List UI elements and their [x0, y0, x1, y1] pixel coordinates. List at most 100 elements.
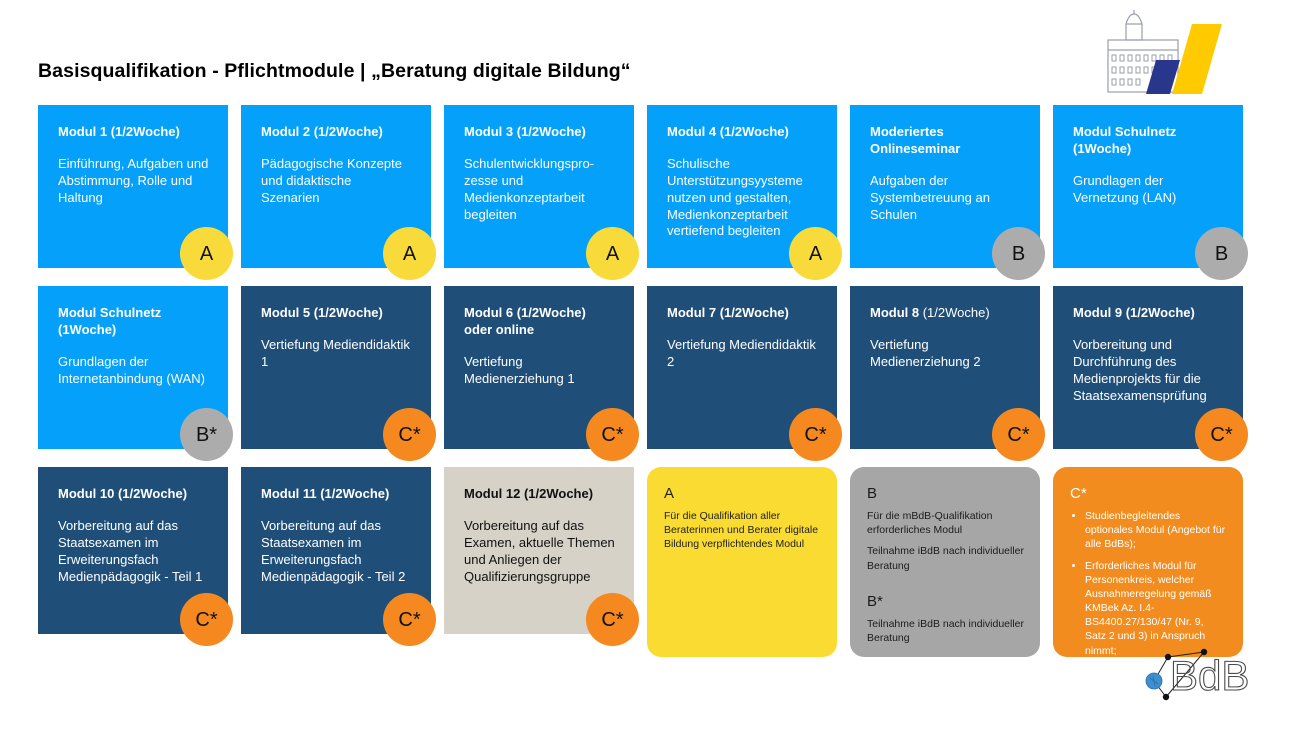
- module-description: Vertiefung Medienerziehung 1: [464, 353, 575, 386]
- module-title: Modul Schulnetz (1Woche): [58, 305, 210, 339]
- badge-a: A: [383, 227, 436, 280]
- module-description: Vorbereitung auf das Examen, aktuelle Th…: [464, 517, 615, 584]
- badge-a: A: [789, 227, 842, 280]
- module-card-onlineseminar: Moderiertes Onlineseminar Aufgaben der S…: [850, 105, 1045, 280]
- module-description: Schulische Unterstützungsyysteme nutzen …: [667, 155, 803, 239]
- badge-b: B: [992, 227, 1045, 280]
- badge-a: A: [180, 227, 233, 280]
- module-description: Pädagogische Konzepte und didaktische Sz…: [261, 155, 402, 205]
- module-title-text: Modul 2 (1/2Woche): [261, 124, 383, 139]
- module-description: Grundlagen der Internetanbindung (WAN): [58, 353, 205, 386]
- badge-b-star: B*: [180, 408, 233, 461]
- legend-c-bullet-list: Studienbegleitendes optionales Modul (An…: [1070, 509, 1227, 658]
- module-title-text: Modul 12 (1/2Woche): [464, 486, 594, 501]
- module-description: Vertiefung Medienerziehung 2: [870, 336, 981, 369]
- module-title: Modul 1 (1/2Woche): [58, 124, 210, 141]
- module-title-text: Modul 9 (1/2Woche): [1073, 305, 1195, 320]
- legend-b-text-1: Für die mBdB-Qualifikation erforderliche…: [867, 510, 993, 537]
- module-description: Vertiefung Mediendidaktik 2: [667, 336, 816, 369]
- module-card-5: Modul 5 (1/2Woche) Vertiefung Mediendida…: [241, 286, 436, 461]
- module-description: Vorbereitung und Durchführung des Medien…: [1073, 336, 1207, 403]
- badge-c-star: C*: [1195, 408, 1248, 461]
- module-title-text: Modul 10 (1/2Woche): [58, 486, 188, 501]
- module-card-schulnetz-wan: Modul Schulnetz (1Woche) Grundlagen der …: [38, 286, 233, 461]
- module-description: Vorbereitung auf das Staatsexamen im Erw…: [261, 517, 406, 584]
- module-title-text: Modul Schulnetz (1Woche): [58, 305, 162, 337]
- network-node: [1200, 648, 1208, 656]
- network-node: [1164, 653, 1172, 661]
- legend-b-star-text: Teilnahme iBdB nach individueller Beratu…: [867, 617, 1025, 644]
- module-title: Modul Schulnetz (1Woche): [1073, 124, 1225, 158]
- module-title-text: Modul 4 (1/2Woche): [667, 124, 789, 139]
- module-title: Moderiertes Onlineseminar: [870, 124, 1022, 158]
- legend-b-star-label: B*: [867, 592, 883, 610]
- legend-b-card: B Für die mBdB-Qualifikation erforderlic…: [850, 467, 1040, 657]
- module-card-schulnetz-lan: Modul Schulnetz (1Woche) Grundlagen der …: [1053, 105, 1248, 280]
- module-card-2: Modul 2 (1/2Woche) Pädagogische Konzepte…: [241, 105, 436, 280]
- badge-c-star: C*: [383, 408, 436, 461]
- logo-blue-bar: [1146, 60, 1180, 94]
- legend-c-card: C* Studienbegleitendes optionales Modul …: [1053, 467, 1243, 657]
- module-title: Modul 11 (1/2Woche): [261, 486, 413, 503]
- module-description: Einführung, Aufgaben und Abstimmung, Rol…: [58, 155, 209, 205]
- module-card-3: Modul 3 (1/2Woche) Schulentwicklungspro-…: [444, 105, 639, 280]
- module-description: Vorbereitung auf das Staatsexamen im Erw…: [58, 517, 203, 584]
- module-card-1: Modul 1 (1/2Woche) Einführung, Aufgaben …: [38, 105, 233, 280]
- building-logo-graphic: [1107, 10, 1222, 94]
- badge-c-star: C*: [992, 408, 1045, 461]
- module-title: Modul 10 (1/2Woche): [58, 486, 210, 503]
- module-title-suffix: (1/2Woche): [919, 305, 990, 320]
- module-title-text: Modul 11 (1/2Woche): [261, 486, 390, 501]
- module-title-text: Modul Schulnetz (1Woche): [1073, 124, 1177, 156]
- module-description: Schulentwicklungspro-zesse und Medienkon…: [464, 155, 595, 222]
- legend-c-label: C*: [1070, 485, 1087, 502]
- bdb-logo-graphic: BdB: [1145, 648, 1250, 701]
- module-card-8: Modul 8 (1/2Woche) Vertiefung Medienerzi…: [850, 286, 1045, 461]
- badge-c-star: C*: [586, 408, 639, 461]
- module-title-text: Modul 1 (1/2Woche): [58, 124, 180, 139]
- module-card-4: Modul 4 (1/2Woche) Schulische Unterstütz…: [647, 105, 842, 280]
- module-grid: Modul 1 (1/2Woche) Einführung, Aufgaben …: [38, 105, 1248, 657]
- legend-a-label: A: [664, 485, 675, 502]
- badge-a: A: [586, 227, 639, 280]
- module-description: Vertiefung Mediendidaktik 1: [261, 336, 410, 369]
- module-title-text: Modul 7 (1/2Woche): [667, 305, 789, 320]
- badge-c-star: C*: [383, 593, 436, 646]
- module-title: Modul 7 (1/2Woche): [667, 305, 819, 322]
- module-title-text: Moderiertes Onlineseminar: [870, 124, 961, 156]
- legend-a-card: A Für die Qualifikation aller Beraterinn…: [647, 467, 837, 657]
- module-title: Modul 12 (1/2Woche): [464, 486, 616, 503]
- module-title: Modul 4 (1/2Woche): [667, 124, 819, 141]
- legend-c-bullet-2: Erforderliches Modul für Personenkreis, …: [1085, 559, 1227, 658]
- module-title: Modul 5 (1/2Woche): [261, 305, 413, 322]
- logo-yellow-bar: [1172, 24, 1222, 94]
- module-title: Modul 6 (1/2Woche) oder online: [464, 305, 616, 339]
- module-description: Aufgaben der Systembetreuung an Schulen: [870, 172, 990, 222]
- network-node-detail: [1149, 675, 1159, 687]
- module-title-text: Modul 8: [870, 305, 920, 320]
- building-windows: [1111, 54, 1173, 86]
- module-card-6: Modul 6 (1/2Woche) oder online Vertiefun…: [444, 286, 639, 461]
- module-title-text: Modul 3 (1/2Woche): [464, 124, 586, 139]
- module-card-11: Modul 11 (1/2Woche) Vorbereitung auf das…: [241, 467, 436, 646]
- bdb-logo-text: BdB: [1170, 652, 1249, 699]
- legend-b-label: B: [867, 485, 878, 502]
- legend-b-text-2: Teilnahme iBdB nach individueller Beratu…: [867, 545, 1025, 572]
- bdb-logo: BdB: [1140, 645, 1250, 708]
- module-title: Modul 9 (1/2Woche): [1073, 305, 1225, 322]
- module-card-9: Modul 9 (1/2Woche) Vorbereitung und Durc…: [1053, 286, 1248, 461]
- legend-a-text: Für die Qualifikation aller Beraterinnen…: [664, 510, 819, 551]
- module-description: Grundlagen der Vernetzung (LAN): [1073, 172, 1177, 205]
- badge-c-star: C*: [789, 408, 842, 461]
- badge-c-star: C*: [586, 593, 639, 646]
- module-title-text: Modul 5 (1/2Woche): [261, 305, 383, 320]
- module-card-7: Modul 7 (1/2Woche) Vertiefung Mediendida…: [647, 286, 842, 461]
- page-title: Basisqualifikation - Pflichtmodule | „Be…: [38, 60, 631, 82]
- module-title: Modul 3 (1/2Woche): [464, 124, 616, 141]
- badge-c-star: C*: [180, 593, 233, 646]
- alp-logo: [1096, 10, 1256, 105]
- module-card-12: Modul 12 (1/2Woche) Vorbereitung auf das…: [444, 467, 639, 646]
- module-title-text: Modul 6 (1/2Woche) oder online: [464, 305, 586, 337]
- module-title: Modul 8 (1/2Woche): [870, 305, 1022, 322]
- module-title: Modul 2 (1/2Woche): [261, 124, 413, 141]
